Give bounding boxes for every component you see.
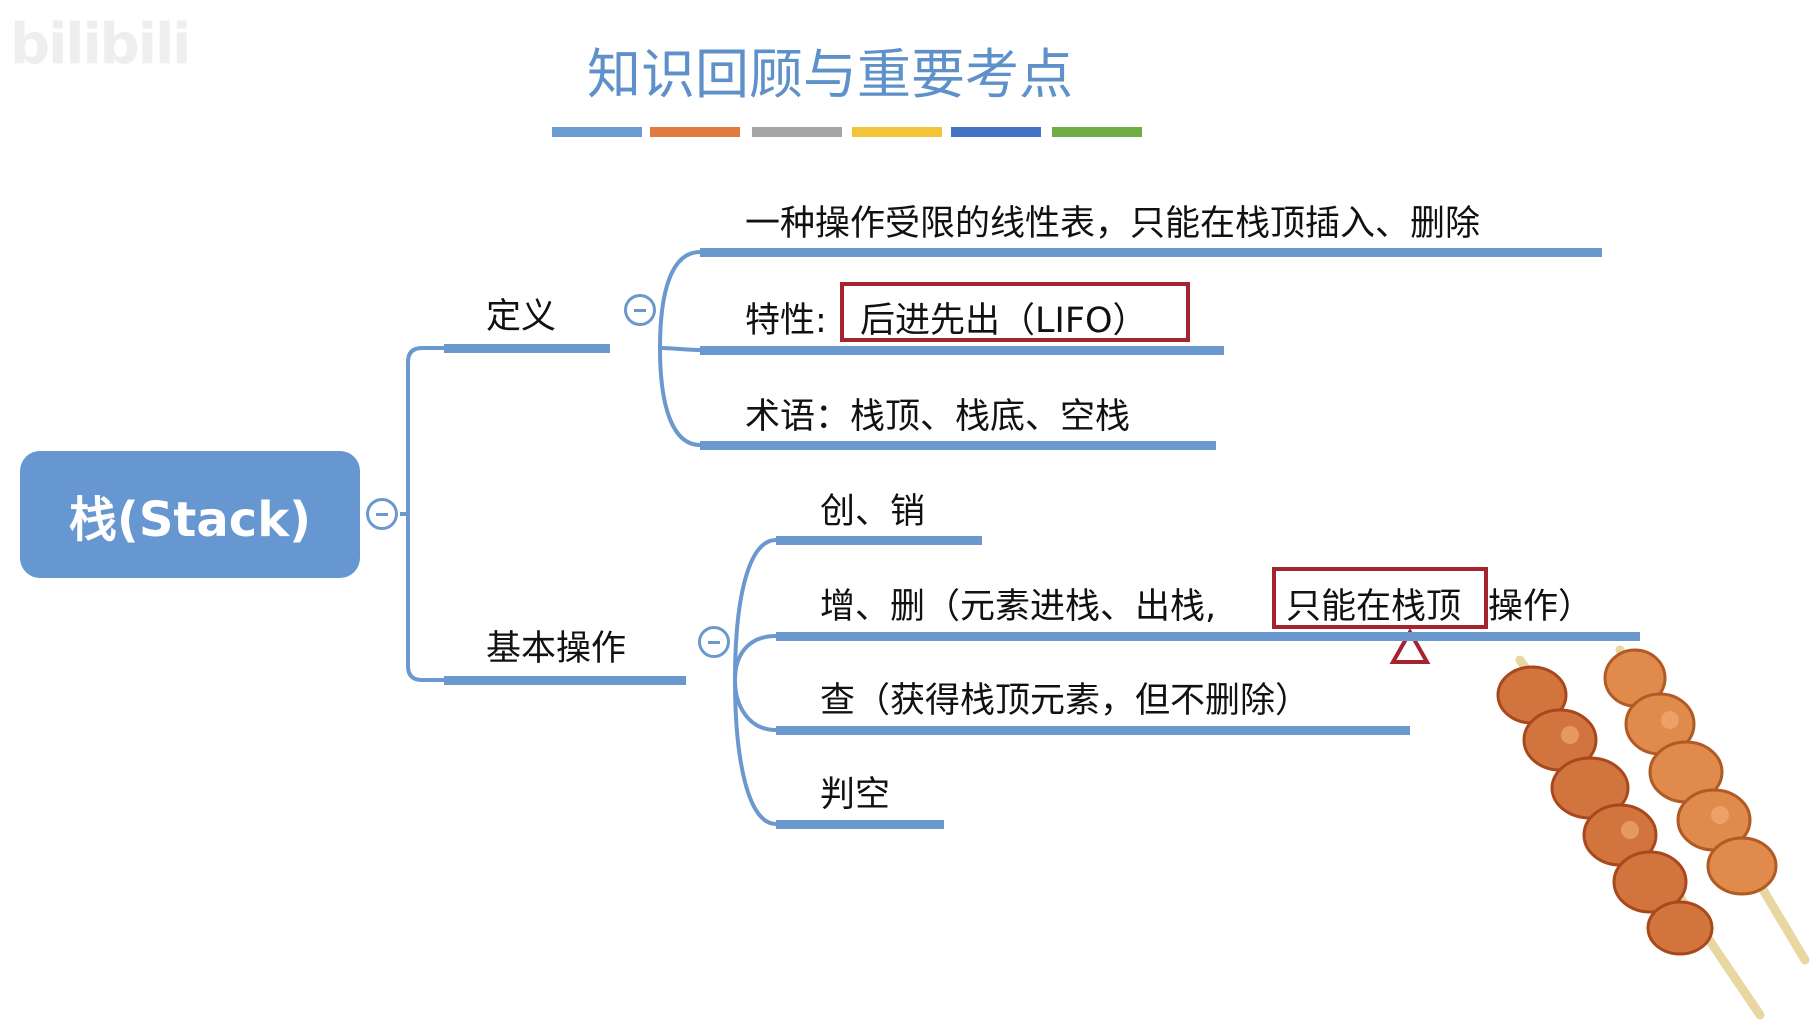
operations-item-add-highlight: 只能在栈顶: [1286, 587, 1462, 627]
branch-definition-label: 定义: [486, 297, 557, 337]
connector-operations-item-4: [733, 679, 777, 826]
color-bar-segment-4: [852, 127, 942, 137]
root-node-stack[interactable]: 栈(Stack): [20, 451, 360, 578]
operations-item-add-underline: [776, 632, 1640, 641]
connector-definition-item-1: [658, 250, 701, 349]
definition-item-terms: 术语：栈顶、栈底、空栈: [745, 397, 1131, 437]
branch-definition-underline: [444, 344, 610, 353]
definition-item-description: 一种操作受限的线性表，只能在栈顶插入、删除: [745, 204, 1481, 244]
pointer-triangle-icon: [1389, 627, 1431, 664]
definition-collapse-icon[interactable]: [624, 294, 656, 326]
skewer-highlight-1: [1561, 726, 1579, 744]
connector-operations-item-1: [733, 538, 777, 681]
skewer-illustration: [1496, 645, 1810, 1020]
bilibili-watermark: bilibili: [10, 12, 191, 77]
operations-item-query: 查（获得栈顶元素，但不删除）: [820, 681, 1311, 721]
connector-definition-item-2: [659, 346, 701, 352]
root-collapse-icon[interactable]: [366, 498, 398, 530]
page-title: 知识回顾与重要考点: [587, 43, 1073, 106]
connector-operations-item-2: [733, 634, 777, 681]
color-bar-segment-5: [951, 127, 1041, 137]
definition-item-property-prefix: 特性:: [745, 301, 827, 341]
operations-item-create: 创、销: [820, 492, 926, 532]
branch-operations-underline: [444, 676, 686, 685]
operations-collapse-icon[interactable]: [698, 626, 730, 658]
skewer-highlight-2: [1661, 711, 1679, 729]
branch-operations-label: 基本操作: [486, 629, 627, 669]
operations-item-create-underline: [776, 536, 982, 545]
skewer-highlight-3: [1621, 821, 1639, 839]
connector-operations-item-3: [733, 679, 777, 732]
operations-item-add-suffix: 操作）: [1488, 587, 1594, 627]
skewer-highlight-4: [1711, 806, 1729, 824]
operations-item-query-underline: [776, 726, 1410, 735]
operations-item-empty-underline: [776, 820, 944, 829]
connector-root-definition: [400, 346, 444, 516]
operations-item-empty: 判空: [820, 775, 891, 815]
color-bar-segment-3: [752, 127, 842, 137]
skewer-meat-1: [1496, 665, 1714, 956]
definition-item-property-underline: [700, 346, 1224, 355]
definition-item-description-underline: [700, 248, 1602, 257]
color-bar-segment-1: [552, 127, 642, 137]
lifo-highlight-box: [840, 282, 1190, 342]
operations-item-add-prefix: 增、删（元素进栈、出栈,: [820, 587, 1217, 627]
definition-item-property-value: 后进先出（LIFO）: [860, 301, 1148, 341]
definition-item-terms-underline: [700, 441, 1216, 450]
connector-root-operations: [406, 514, 444, 682]
color-bar-segment-6: [1052, 127, 1142, 137]
connector-definition-item-3: [658, 347, 701, 447]
color-bar-segment-2: [650, 127, 740, 137]
top-only-highlight-box: [1272, 567, 1488, 629]
